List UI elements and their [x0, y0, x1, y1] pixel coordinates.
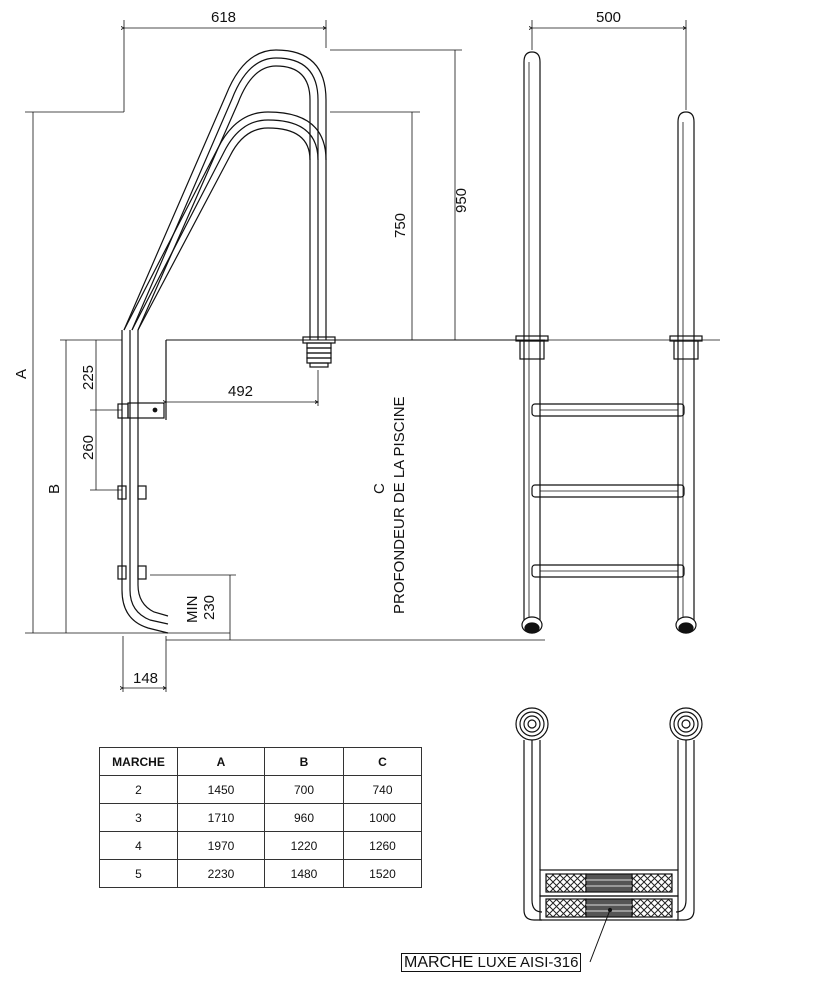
- dim-750: 750: [392, 213, 409, 238]
- short-handrail: [123, 111, 327, 331]
- header-marche: MARCHE: [99, 747, 178, 776]
- cell-a: 1970: [177, 831, 265, 860]
- dim-492: 492: [228, 383, 253, 400]
- cell-b: 1480: [264, 859, 344, 888]
- cell-c: 1260: [343, 831, 422, 860]
- wall-bracket: [117, 402, 165, 419]
- anchor-socket: [302, 336, 336, 368]
- step-caption: MARCHE LUXE AISI-316: [401, 953, 582, 972]
- ladder-legs: [121, 330, 169, 634]
- cell-b: 960: [264, 803, 344, 832]
- front-step-2: [531, 484, 685, 498]
- dim-min: MIN: [184, 596, 201, 624]
- caption-word: MARCHE: [404, 954, 474, 971]
- dim-618: 618: [211, 9, 236, 26]
- dim-950: 950: [453, 188, 470, 213]
- front-step-3: [531, 564, 685, 578]
- front-dimensions: [500, 20, 720, 341]
- header-c: C: [343, 747, 422, 776]
- header-a: A: [177, 747, 265, 776]
- dim-b: B: [46, 484, 63, 494]
- front-step-1: [531, 403, 685, 417]
- table-row: 4 1970 1220 1260: [99, 831, 422, 860]
- step-end: [117, 565, 127, 580]
- dim-260: 260: [80, 435, 97, 460]
- cell-marche: 3: [99, 803, 178, 832]
- step-end: [137, 485, 147, 500]
- cell-c: 1520: [343, 859, 422, 888]
- side-dimension-labels: 618 950 750 A B 225 260 492 MIN 230 148 …: [13, 9, 470, 687]
- cell-b: 1220: [264, 831, 344, 860]
- cell-marche: 2: [99, 775, 178, 804]
- caption-rest: LUXE AISI-316: [477, 954, 579, 971]
- cell-marche: 5: [99, 859, 178, 888]
- cell-a: 2230: [177, 859, 265, 888]
- cell-b: 700: [264, 775, 344, 804]
- cell-a: 1450: [177, 775, 265, 804]
- dim-500: 500: [596, 9, 621, 26]
- dim-225: 225: [80, 365, 97, 390]
- dim-a: A: [13, 369, 30, 379]
- table-row: 5 2230 1480 1520: [99, 859, 422, 888]
- top-view: [515, 707, 703, 963]
- table-header-row: MARCHE A B C: [99, 747, 422, 776]
- luxe-step-2: [539, 895, 679, 921]
- dim-148: 148: [133, 670, 158, 687]
- left-ring: [515, 707, 549, 741]
- cell-marche: 4: [99, 831, 178, 860]
- dimension-table: MARCHE A B C 2 1450 700 740 3 1710 960 1…: [99, 747, 422, 888]
- front-view: [515, 51, 703, 634]
- cell-a: 1710: [177, 803, 265, 832]
- step-end: [117, 485, 127, 500]
- depth-label: PROFONDEUR DE LA PISCINE: [391, 396, 408, 614]
- header-b: B: [264, 747, 344, 776]
- side-view: [117, 49, 545, 634]
- right-ring: [669, 707, 703, 741]
- tall-handrail: [123, 49, 327, 340]
- table-row: 2 1450 700 740: [99, 775, 422, 804]
- dim-230: 230: [201, 595, 218, 620]
- table-row: 3 1710 960 1000: [99, 803, 422, 832]
- side-dimensions: [25, 20, 545, 692]
- cell-c: 740: [343, 775, 422, 804]
- cell-c: 1000: [343, 803, 422, 832]
- dim-c: C: [371, 483, 388, 494]
- right-post: [677, 111, 695, 631]
- step-end: [137, 565, 147, 580]
